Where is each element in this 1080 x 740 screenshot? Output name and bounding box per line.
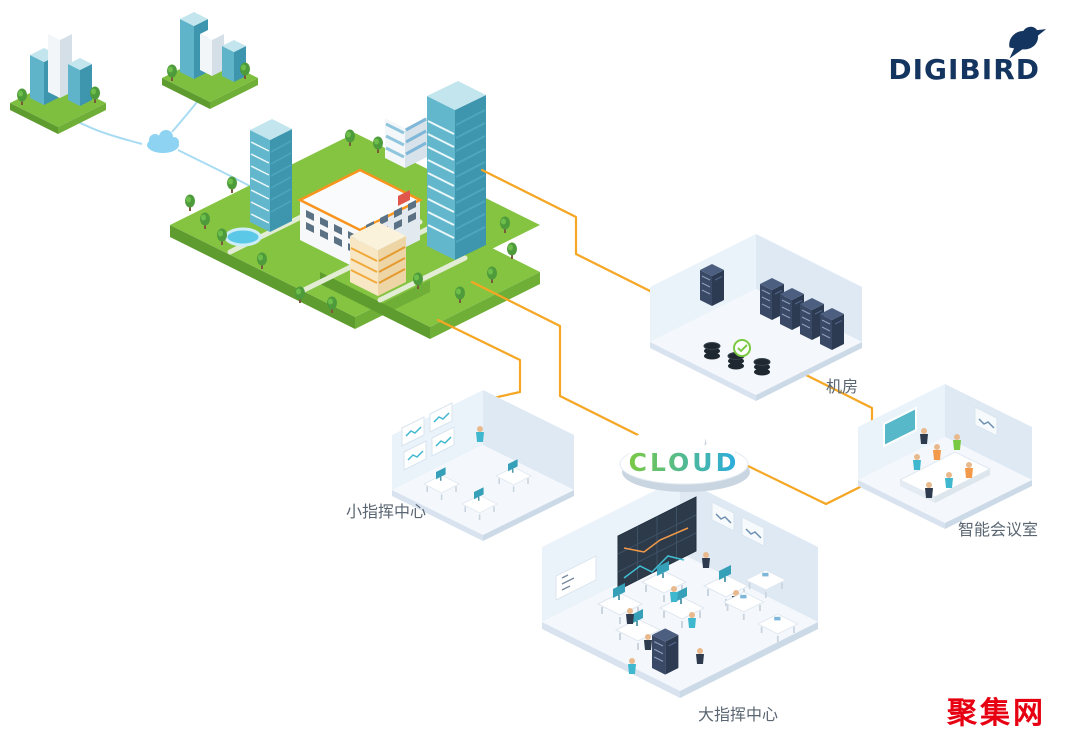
cloud-icon: [147, 130, 179, 153]
remote-city-left-illustration: [10, 28, 106, 134]
bird-icon: [1009, 26, 1047, 59]
large-command-center-illustration: [542, 478, 818, 698]
check-icon: [733, 339, 751, 357]
label-smart-meeting-room: 智能会议室: [958, 520, 1038, 539]
label-server-room: 机房: [826, 377, 858, 396]
cloud-node: CLOUD: [619, 417, 750, 492]
watermark: 聚集网: [947, 696, 1046, 731]
label-small-command-center: 小指挥中心: [346, 502, 426, 521]
city-campus-illustration: [170, 81, 540, 339]
label-large-command-center: 大指挥中心: [698, 705, 778, 724]
brand-logo: DIGIBIRD: [888, 26, 1047, 86]
brand-name: DIGIBIRD: [888, 53, 1040, 86]
small-command-center-illustration: [392, 390, 574, 541]
cloud-label: CLOUD: [629, 448, 740, 477]
smart-meeting-room-illustration: [858, 384, 1032, 529]
disk-stacks: [703, 342, 771, 376]
server-room-illustration: [650, 234, 862, 401]
remote-city-right-illustration: [162, 12, 258, 109]
